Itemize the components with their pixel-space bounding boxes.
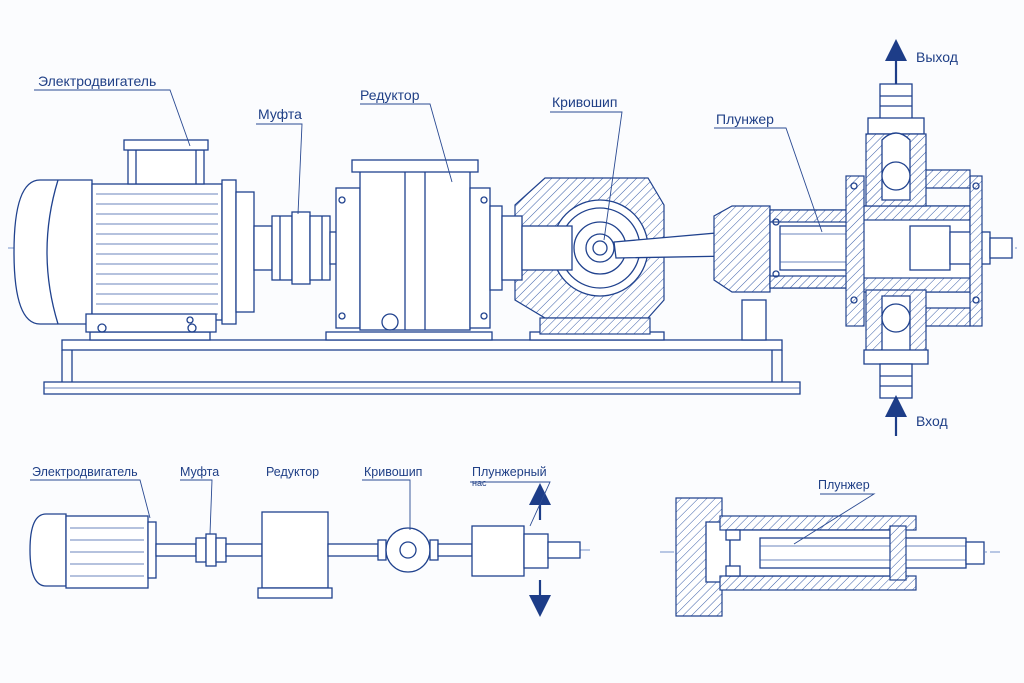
schematic-label-pump-sub: нас — [472, 478, 487, 488]
schematic-label-gearbox: Редуктор — [266, 465, 319, 479]
main-label-crank: Кривошип — [552, 94, 617, 110]
schematic-label-motor: Электродвигатель — [32, 465, 138, 479]
main-label-coupling: Муфта — [258, 106, 302, 122]
schematic-gearbox — [257, 511, 333, 599]
main-label-motor: Электродвигатель — [38, 73, 156, 89]
main-label-plunger: Плунжер — [716, 111, 774, 127]
main-label-inlet: Вход — [916, 413, 948, 429]
inlet-valve — [863, 289, 929, 399]
main-view: Электродвигатель Муфта Редуктор Кривошип… — [8, 39, 1018, 436]
schematic-label-coupling: Муфта — [180, 465, 219, 479]
main-label-gearbox: Редуктор — [360, 87, 420, 103]
schematic-leaders — [30, 479, 551, 535]
schematic-crank — [377, 527, 439, 573]
section-view: Плунжер — [660, 478, 1000, 617]
section-leader — [793, 493, 876, 545]
schematic-view: Электродвигатель Муфта Редуктор Кривошип… — [29, 465, 590, 617]
motor — [13, 139, 273, 333]
schematic-motor — [29, 513, 157, 589]
main-leaders — [34, 89, 823, 241]
schematic-pump — [471, 483, 581, 617]
schematic-label-pump: Плунжерный — [472, 465, 547, 479]
outlet-valve — [865, 83, 927, 207]
gearbox — [335, 159, 503, 331]
coupling — [271, 211, 341, 285]
main-label-outlet: Выход — [916, 49, 958, 65]
schematic-coupling — [195, 533, 227, 567]
plunger-cylinder — [713, 169, 1013, 327]
crank-housing — [501, 177, 745, 335]
section-label-plunger: Плунжер — [818, 478, 870, 492]
schematic-label-crank: Кривошип — [364, 465, 422, 479]
